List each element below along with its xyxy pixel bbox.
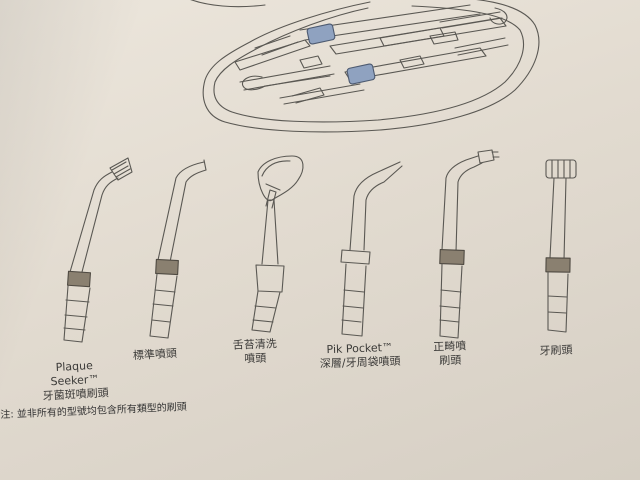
tip-label-orthodontic: 正畸噴 刷頭 — [420, 339, 481, 369]
storage-case-drawing — [190, 0, 540, 133]
tip-orthodontic-drawing — [439, 149, 500, 339]
tip-label-plaque-seeker: Plaque Seeker™ 牙菌斑噴刷頭 — [39, 358, 111, 404]
tip-tongue-cleaner-drawing — [251, 155, 304, 333]
blue-collar-2 — [346, 63, 376, 85]
tip-label-line: 噴頭 — [244, 351, 267, 366]
blue-collar-1 — [306, 23, 336, 45]
tip-pik-pocket-drawing — [340, 161, 403, 337]
tip-toothbrush-drawing — [545, 159, 577, 333]
tip-standard-drawing — [149, 159, 207, 339]
tip-label-pik-pocket: Pik Pocket™ 深層/牙周袋噴頭 — [300, 340, 421, 372]
tip-label-line: 刷頭 — [439, 353, 462, 368]
tip-label-tongue-cleaner: 舌苔清洗 噴頭 — [220, 337, 291, 367]
tip-plaque-seeker-drawing — [63, 157, 133, 343]
tip-label-line: 牙刷頭 — [539, 343, 573, 358]
tip-label-toothbrush: 牙刷頭 — [526, 343, 586, 359]
